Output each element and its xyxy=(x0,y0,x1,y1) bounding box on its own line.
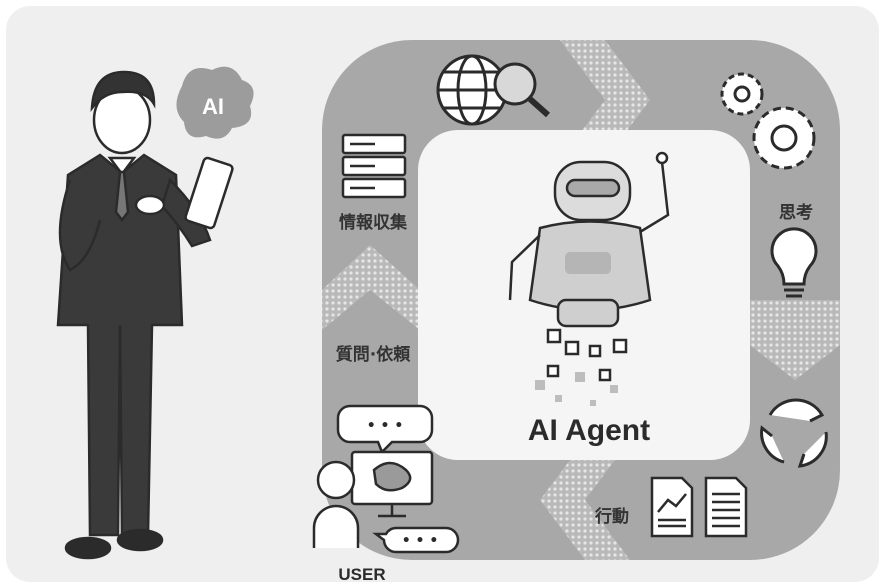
step-information-gathering: 情報収集 xyxy=(339,212,408,233)
user-icon xyxy=(312,460,360,548)
businessman-illustration xyxy=(56,70,234,560)
lightbulb-icon xyxy=(770,227,818,298)
gears-icon xyxy=(720,72,816,170)
bubble-dots-top: • • • xyxy=(367,418,404,434)
speech-bubble-top: • • • xyxy=(336,404,434,455)
robot-icon xyxy=(508,151,670,382)
robot-pixel-particles xyxy=(535,372,618,406)
server-icon xyxy=(341,133,407,199)
right-chevron xyxy=(750,300,840,380)
center-title: AI Agent xyxy=(528,414,650,447)
ai-badge-text: AI xyxy=(202,94,224,119)
ai-brain-icon: AI xyxy=(176,66,254,139)
report-chart-icon xyxy=(650,476,694,538)
bottom-chevron xyxy=(540,440,630,560)
left-chevron xyxy=(322,245,420,330)
cycle-arrows-icon xyxy=(760,398,828,468)
bubble-dots-bottom: • • • xyxy=(402,533,439,549)
step-question-request: 質問·依頼 xyxy=(336,344,411,365)
step-action: 行動 xyxy=(594,506,629,527)
document-icon xyxy=(704,476,748,538)
user-label: USER xyxy=(338,565,385,584)
speech-bubble-bottom: • • • xyxy=(372,526,460,554)
step-thinking: 思考 xyxy=(779,202,813,223)
globe-search-icon xyxy=(436,54,550,126)
